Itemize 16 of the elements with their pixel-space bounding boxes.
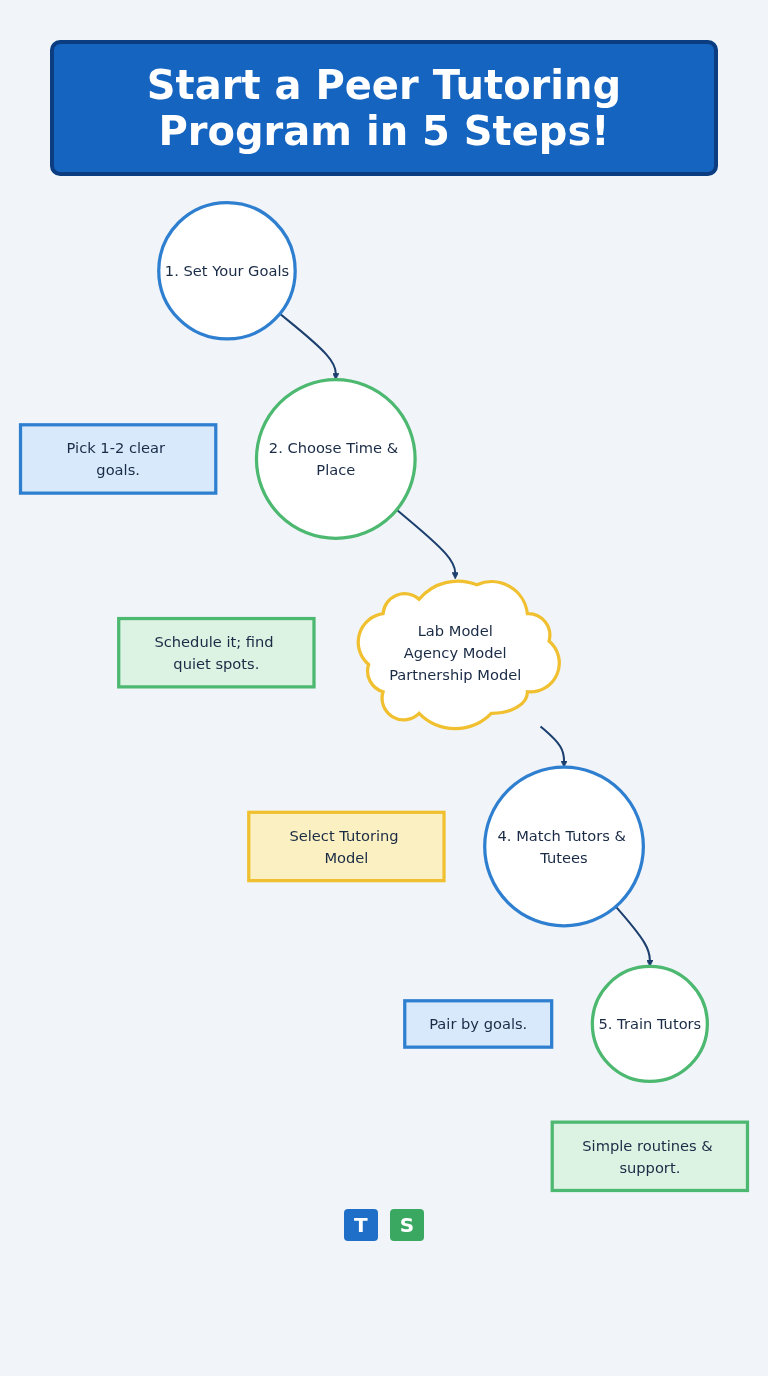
node-box: Schedule it; find quiet spots. (117, 616, 316, 689)
arrow (539, 725, 568, 768)
node-box: Simple routines & support. (550, 1120, 750, 1193)
node-circle: 4. Match Tutors & Tutees (483, 765, 645, 928)
node-box: Select Tutoring Model (247, 810, 446, 883)
node-circle: 1. Set Your Goals (157, 200, 297, 341)
node-circle: 2. Choose Time & Place (254, 378, 417, 540)
puzzle-letter: S (389, 1209, 425, 1241)
puzzle-letter: T (343, 1209, 378, 1241)
node-box: Pick 1-2 clear goals. (18, 423, 218, 495)
title: Start a Peer Tutoring Program in 5 Steps! (50, 40, 718, 176)
arrow (279, 313, 340, 380)
node-box: Pair by goals. (403, 999, 554, 1049)
arrow (615, 905, 654, 967)
arrow (396, 509, 459, 580)
node-circle: 5. Train Tutors (590, 964, 709, 1084)
